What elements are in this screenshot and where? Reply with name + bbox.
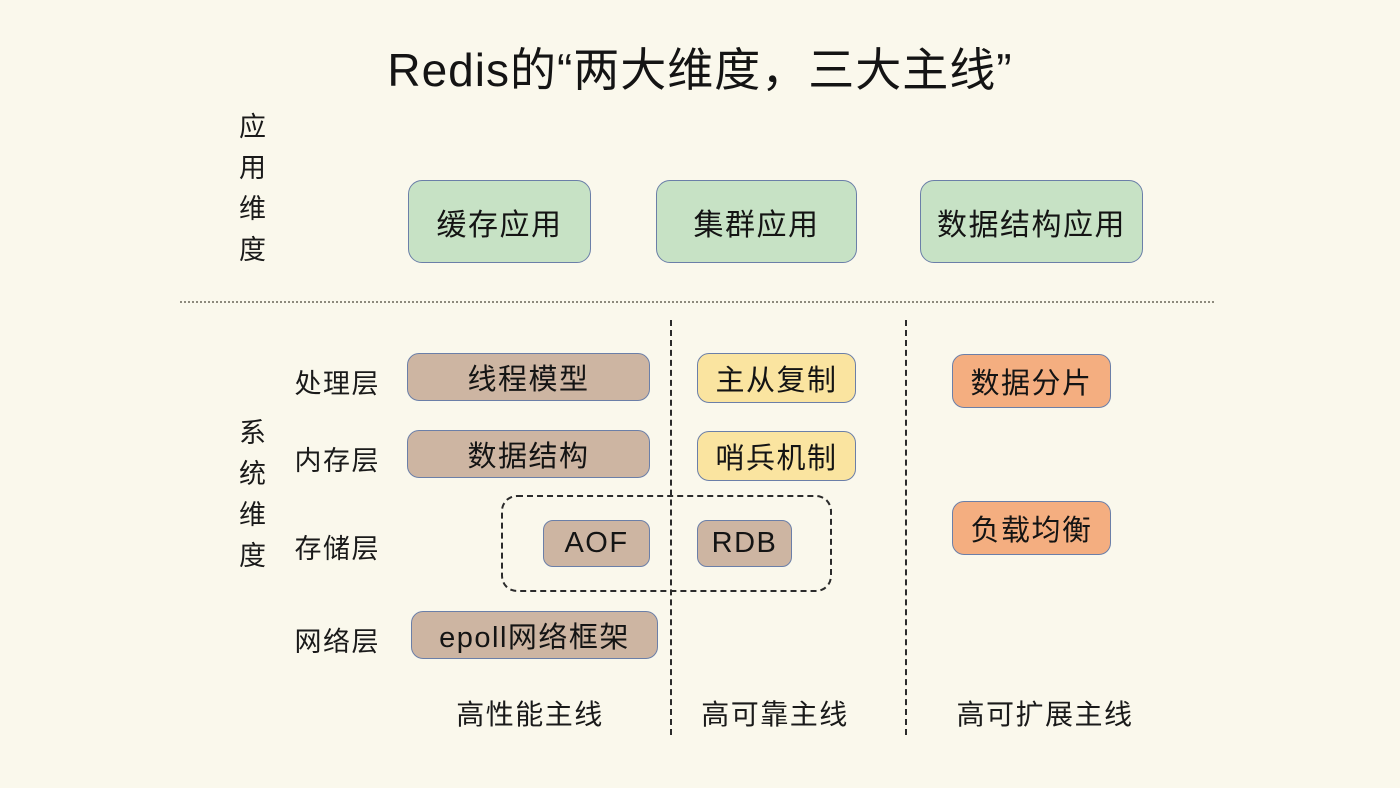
node-sentinel-mechanism-label: 哨兵机制 <box>715 443 838 475</box>
node-thread-model-label: 线程模型 <box>467 364 590 396</box>
app-node-cluster[interactable]: 集群应用 <box>656 180 857 263</box>
track-label-performance: 高性能主线 <box>456 699 604 730</box>
app-node-data-structure-label: 数据结构应用 <box>937 208 1126 242</box>
app-node-data-structure[interactable]: 数据结构应用 <box>920 180 1143 263</box>
node-sentinel-mechanism[interactable]: 哨兵机制 <box>697 431 856 481</box>
node-epoll-network-framework-label: epoll网络框架 <box>439 622 630 654</box>
persistence-group <box>501 495 832 592</box>
node-aof[interactable]: AOF <box>543 520 650 567</box>
node-data-structure[interactable]: 数据结构 <box>407 430 650 478</box>
node-epoll-network-framework[interactable]: epoll网络框架 <box>411 611 658 659</box>
track-label-scalability: 高可扩展主线 <box>956 699 1134 730</box>
node-rdb[interactable]: RDB <box>697 520 792 567</box>
layer-label-memory: 内存层 <box>294 446 380 476</box>
node-load-balancing-label: 负载均衡 <box>970 515 1093 547</box>
app-node-cluster-label: 集群应用 <box>693 208 820 242</box>
node-aof-label: AOF <box>564 527 629 559</box>
node-thread-model[interactable]: 线程模型 <box>407 353 650 401</box>
node-master-slave-replication[interactable]: 主从复制 <box>697 353 856 403</box>
node-load-balancing[interactable]: 负载均衡 <box>952 501 1111 555</box>
track-divider-1 <box>670 320 672 735</box>
node-data-structure-label: 数据结构 <box>467 441 590 473</box>
app-node-cache-label: 缓存应用 <box>436 208 563 242</box>
app-node-cache[interactable]: 缓存应用 <box>408 180 591 263</box>
node-data-sharding[interactable]: 数据分片 <box>952 354 1111 408</box>
dimension-divider <box>180 301 1214 303</box>
layer-label-network: 网络层 <box>294 627 380 657</box>
node-rdb-label: RDB <box>711 527 778 559</box>
layer-label-processing: 处理层 <box>294 369 380 399</box>
dimension-label-application: 应用维度 <box>235 112 265 276</box>
track-label-reliability: 高可靠主线 <box>701 699 849 730</box>
dimension-label-system: 系统维度 <box>235 418 265 582</box>
page-title: Redis的“两大维度，三大主线” <box>387 44 1013 96</box>
node-master-slave-replication-label: 主从复制 <box>715 365 838 397</box>
layer-label-storage: 存储层 <box>294 534 380 564</box>
track-divider-2 <box>905 320 907 735</box>
node-data-sharding-label: 数据分片 <box>970 368 1093 400</box>
